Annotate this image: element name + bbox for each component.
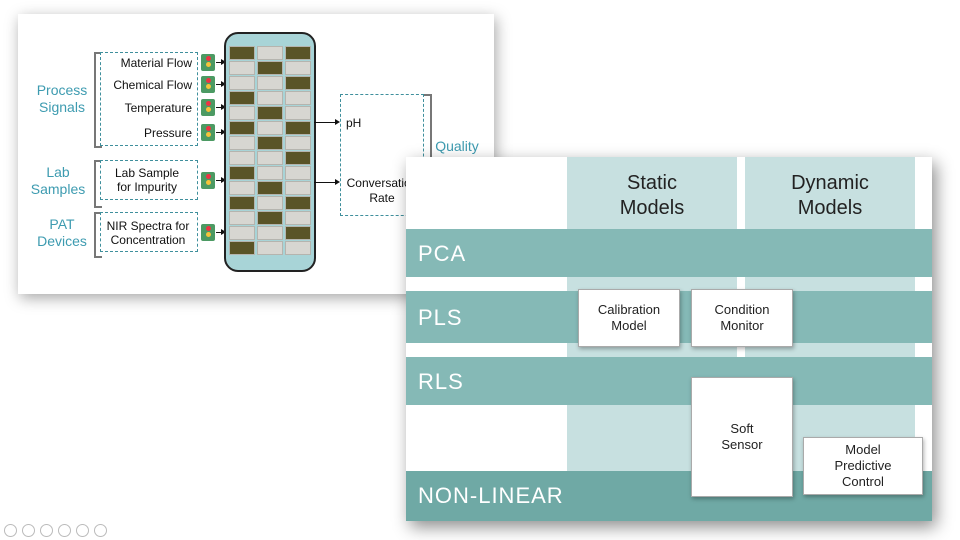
data-cell [257, 91, 283, 105]
signal-lab-sample: Lab Sample for Impurity [114, 166, 180, 194]
process-signals-box [100, 52, 198, 146]
data-cell [285, 181, 311, 195]
row-label-rls: RLS [418, 369, 464, 394]
signal-chemical-flow: Chemical Flow [113, 78, 192, 92]
traffic-light-icon [201, 99, 215, 116]
data-cell [229, 166, 255, 180]
data-cell [257, 121, 283, 135]
output-arrow-ph [314, 118, 340, 125]
data-cell [285, 106, 311, 120]
data-cell [229, 121, 255, 135]
group-label-process-signals: Process Signals [36, 82, 88, 115]
signal-nir-spectra: NIR Spectra for Concentration [106, 219, 190, 247]
traffic-light-icon [201, 54, 215, 71]
data-cell [285, 46, 311, 60]
data-cell [229, 151, 255, 165]
data-cell [285, 166, 311, 180]
output-arrow-rate [314, 178, 340, 185]
data-cell [285, 121, 311, 135]
data-cell [257, 136, 283, 150]
zoom-button[interactable] [76, 524, 89, 537]
data-cell [285, 211, 311, 225]
data-cell [285, 91, 311, 105]
data-cell [229, 181, 255, 195]
next-slide-button[interactable] [22, 524, 35, 537]
output-conversation-rate: Conversation Rate [346, 176, 418, 205]
condition-monitor-box: Condition Monitor [691, 289, 793, 347]
signal-pressure: Pressure [143, 126, 192, 140]
data-cell [229, 136, 255, 150]
lab-samples-box [100, 160, 198, 200]
group-label-pat-devices: PAT Devices [37, 216, 87, 249]
input-arrow [216, 128, 226, 135]
column-header-static: Static Models [619, 172, 685, 219]
traffic-light-icon [201, 76, 215, 93]
model-matrix-slide: Static Models Dynamic Models PCA PLS RLS… [406, 157, 932, 521]
input-arrow [216, 58, 226, 65]
process-diagram-slide: Process Signals Lab Samples PAT Devices … [18, 14, 494, 294]
data-cell [285, 196, 311, 210]
traffic-light-icon [201, 224, 215, 241]
data-cell [257, 151, 283, 165]
pat-devices-box [100, 212, 198, 252]
slide-sorter-button[interactable] [58, 524, 71, 537]
data-cell [285, 76, 311, 90]
input-arrow [216, 176, 226, 183]
data-cell [257, 181, 283, 195]
signal-material-flow: Material Flow [120, 56, 192, 70]
data-cell [257, 76, 283, 90]
data-cell [257, 241, 283, 255]
data-cell [257, 226, 283, 240]
data-cell [229, 241, 255, 255]
traffic-light-icon [201, 124, 215, 141]
data-cell [257, 211, 283, 225]
model-predictive-control-box: Model Predictive Control [803, 437, 923, 495]
data-cell [257, 196, 283, 210]
data-cell [229, 106, 255, 120]
data-cell [285, 241, 311, 255]
brace-process-signals [94, 52, 102, 148]
brace-pat-devices [94, 212, 102, 258]
traffic-light-icon [201, 172, 215, 189]
data-cell [257, 46, 283, 60]
input-arrow [216, 80, 226, 87]
input-arrow [216, 228, 226, 235]
row-band-pca [406, 229, 932, 277]
pen-tool-button[interactable] [40, 524, 53, 537]
data-cell [285, 151, 311, 165]
data-cell [257, 166, 283, 180]
row-label-non-linear: NON-LINEAR [418, 483, 564, 508]
data-cell [285, 226, 311, 240]
row-label-pls: PLS [418, 305, 463, 330]
column-header-dynamic: Dynamic Models [791, 172, 869, 219]
output-ph: pH [346, 116, 362, 130]
data-cell [285, 61, 311, 75]
data-cell [257, 61, 283, 75]
data-cell [257, 106, 283, 120]
data-cell [229, 211, 255, 225]
input-arrow [216, 103, 226, 110]
row-label-pca: PCA [418, 241, 467, 266]
brace-lab-samples [94, 160, 102, 208]
soft-sensor-box: Soft Sensor [691, 377, 793, 497]
data-cell [285, 136, 311, 150]
group-label-lab-samples: Lab Samples [30, 164, 86, 197]
calibration-model-box: Calibration Model [578, 289, 680, 347]
more-options-button[interactable] [94, 524, 107, 537]
row-band-rls [406, 357, 932, 405]
prev-slide-button[interactable] [4, 524, 17, 537]
data-cell [229, 61, 255, 75]
data-matrix-column [224, 32, 316, 272]
data-cell [229, 46, 255, 60]
data-cell [229, 76, 255, 90]
data-cell [229, 196, 255, 210]
signal-temperature: Temperature [124, 101, 192, 115]
data-cell [229, 226, 255, 240]
data-cell [229, 91, 255, 105]
